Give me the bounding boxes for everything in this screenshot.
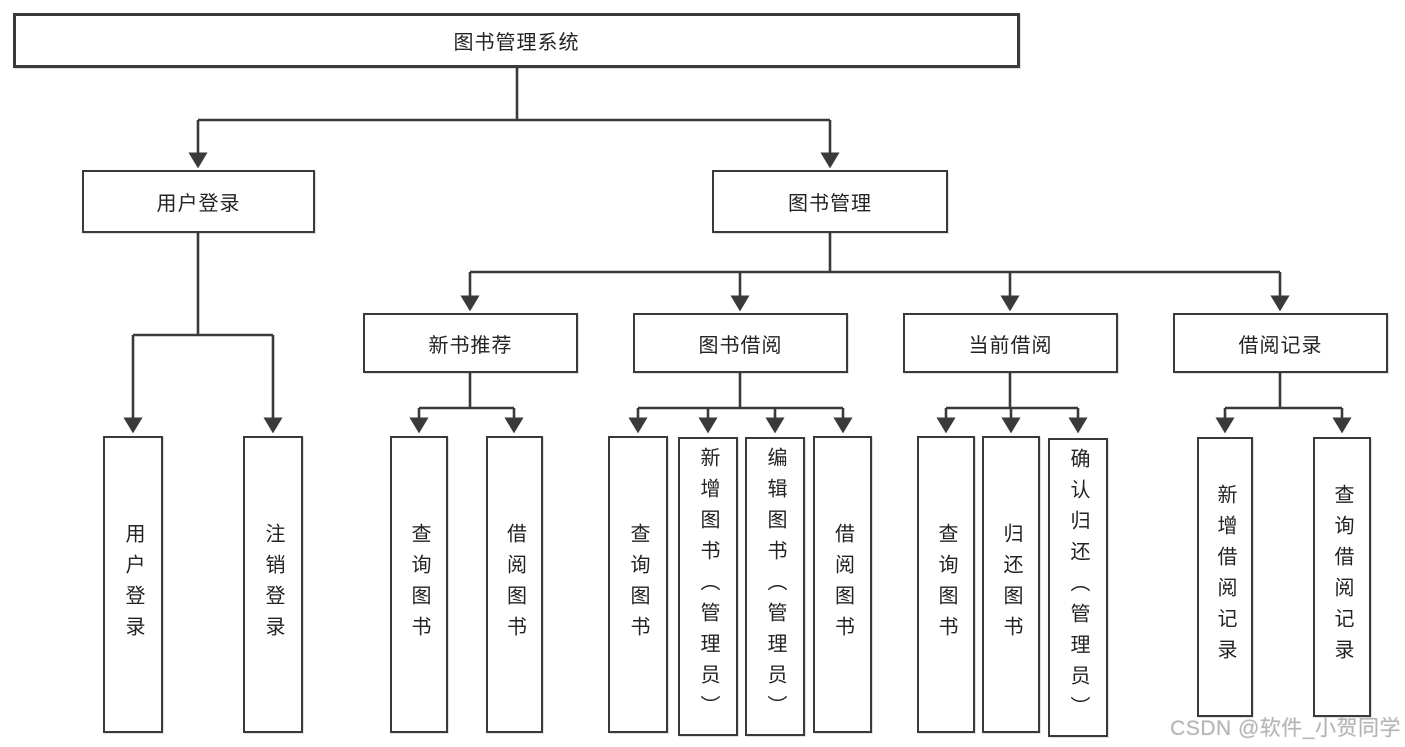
- node-label: 编辑图书（管理员）: [764, 447, 786, 726]
- node-label: 借阅图书: [503, 522, 526, 647]
- node-label: 借阅图书: [831, 522, 854, 647]
- node-label: 新增借阅记录: [1214, 484, 1236, 670]
- leaf-user-login: 用户登录: [103, 436, 163, 733]
- connector-book-management-to-level3: [460, 233, 1290, 312]
- leaf-return-books: 归还图书: [982, 436, 1040, 733]
- node-label: 注销登录: [262, 522, 284, 647]
- node-label: 图书借阅: [698, 334, 783, 357]
- connector-book-borrow-children: [628, 373, 853, 434]
- node-label: 新书推荐: [428, 334, 513, 357]
- node-label: 归还图书: [1000, 522, 1022, 647]
- leaf-logout: 注销登录: [243, 436, 303, 733]
- leaf-confirm-return-admin: 确认归还（管理员）: [1048, 438, 1108, 737]
- node-borrow-record: 借阅记录: [1173, 313, 1388, 373]
- node-label: 图书管理系统: [453, 32, 580, 54]
- node-label: 新增图书（管理员）: [697, 447, 719, 726]
- leaf-query-books-current: 查询图书: [917, 436, 975, 733]
- node-label: 用户登录: [122, 522, 144, 647]
- node-user-login: 用户登录: [82, 170, 315, 233]
- leaf-add-books-admin: 新增图书（管理员）: [678, 437, 738, 736]
- leaf-query-borrow-record: 查询借阅记录: [1313, 437, 1371, 717]
- connector-current-borrow-children: [936, 373, 1088, 434]
- node-new-book-recommend: 新书推荐: [363, 313, 578, 373]
- connector-new-book-recommend-children: [409, 373, 524, 434]
- leaf-query-books-borrow: 查询图书: [608, 436, 668, 733]
- node-library-management-system: 图书管理系统: [13, 13, 1020, 68]
- node-label: 图书管理: [788, 193, 872, 215]
- node-label: 当前借阅: [968, 334, 1053, 357]
- node-label: 查询图书: [408, 522, 430, 647]
- node-label: 查询借阅记录: [1331, 484, 1353, 670]
- node-book-management: 图书管理: [712, 170, 948, 233]
- leaf-edit-books-admin: 编辑图书（管理员）: [745, 437, 805, 736]
- node-label: 用户登录: [156, 193, 241, 215]
- node-book-borrow: 图书借阅: [633, 313, 848, 373]
- node-label: 确认归还（管理员）: [1067, 448, 1089, 727]
- node-label: 借阅记录: [1238, 334, 1323, 357]
- node-label: 查询图书: [627, 522, 649, 647]
- csdn-watermark: CSDN @软件_小贺同学: [1170, 717, 1401, 740]
- leaf-borrow-books: 借阅图书: [813, 436, 872, 733]
- node-current-borrow: 当前借阅: [903, 313, 1118, 373]
- leaf-query-books-recommend: 查询图书: [390, 436, 448, 733]
- leaf-add-borrow-record: 新增借阅记录: [1197, 437, 1253, 717]
- node-label: 查询图书: [935, 522, 957, 647]
- connector-root-to-level2: [188, 68, 840, 169]
- connector-borrow-record-children: [1215, 373, 1352, 434]
- connector-user-login-children: [123, 233, 283, 434]
- leaf-borrow-books-recommend: 借阅图书: [486, 436, 543, 733]
